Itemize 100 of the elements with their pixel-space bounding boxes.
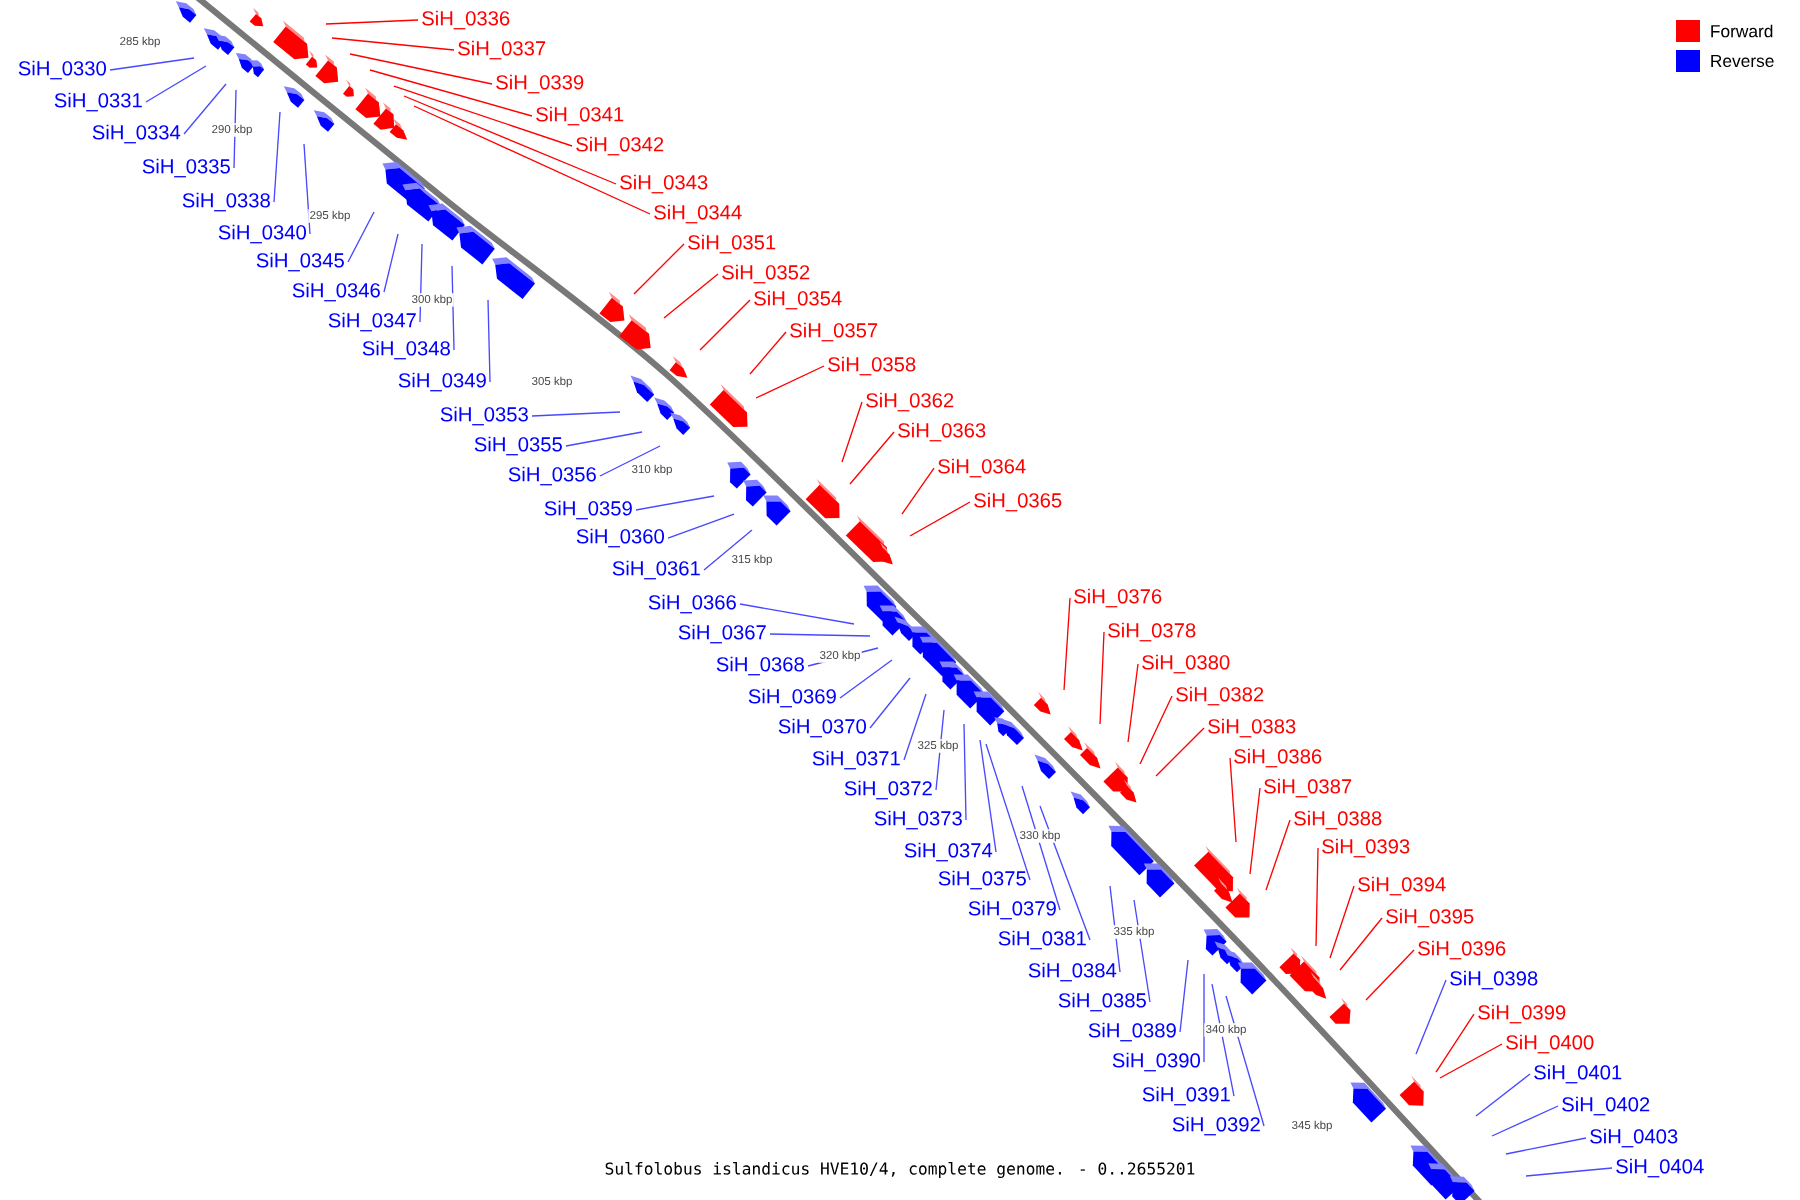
leader-line [1155,727,1205,777]
gene-label: SiH_0403 [1590,1128,1678,1148]
leader-line [413,105,651,215]
leader-line [1063,597,1071,691]
leader-line [1315,847,1319,947]
gene-label: SiH_0379 [968,900,1056,920]
gene-label: SiH_0380 [1142,654,1230,674]
leader-line [1439,1043,1503,1079]
gene-label: SiH_0340 [218,224,306,244]
leader-line [909,501,971,537]
leader-line [1365,949,1415,1001]
leader-line [769,633,871,637]
gene-label: SiH_0402 [1562,1096,1650,1116]
gene-label: SiH_0399 [1478,1004,1566,1024]
leader-line [383,233,399,293]
leader-line [1339,917,1383,971]
gene-label: SiH_0360 [576,528,664,548]
leader-line [699,299,751,351]
leader-line [451,265,455,351]
gene-label: SiH_0381 [998,930,1086,950]
gene-label: SiH_0390 [1112,1052,1200,1072]
gene-label: SiH_0339 [496,74,584,94]
leader-line [145,65,207,103]
gene-label: SiH_0370 [778,718,866,738]
gene-label: SiH_0341 [536,106,624,126]
gene-label: SiH_0374 [904,842,993,862]
leader-line [755,365,825,399]
gene-label: SiH_0353 [440,406,528,426]
gene-label: SiH_0373 [874,810,962,830]
gene-label: SiH_0398 [1450,970,1538,990]
gene-label: SiH_0365 [974,492,1062,512]
leader-line [869,677,911,729]
leader-line [1133,899,1151,1003]
leader-line [183,83,227,135]
leader-line [849,431,895,485]
gene-label: SiH_0388 [1294,810,1382,830]
leader-line [565,431,643,447]
gene-label: SiH_0376 [1074,588,1162,608]
leader-line [1249,787,1261,875]
gene-label: SiH_0342 [576,136,664,156]
gene-label: SiH_0393 [1322,838,1410,858]
leader-line [1225,995,1265,1127]
gene-label: SiH_0349 [398,372,486,392]
caption: Sulfolobus islandicus HVE10/4, complete genome. - 0..2655201 [605,1162,1195,1178]
leader-line [1475,1073,1531,1117]
leader-line [1127,663,1139,743]
gene-label: SiH_0361 [612,560,700,580]
gene-label: SiH_0386 [1234,748,1322,768]
leader-line [233,89,237,169]
leader-line [739,603,855,625]
leader-line [1179,959,1189,1033]
leader-line [325,19,419,25]
gene-label: SiH_0343 [620,174,708,194]
leader-line [903,693,927,761]
gene-label: SiH_0384 [1028,962,1117,982]
leader-line [935,709,945,791]
gene-label: SiH_0364 [938,458,1026,478]
leader-line [979,739,997,853]
leader-line [841,401,863,463]
gene-label: SiH_0358 [828,356,916,376]
gene-label: SiH_0338 [182,192,270,212]
gene-label: SiH_0375 [938,870,1026,890]
gene-label: SiH_0400 [1506,1034,1594,1054]
gene-label: SiH_0357 [790,322,878,342]
gene-label: SiH_0348 [362,340,450,360]
gene-label: SiH_0383 [1208,718,1296,738]
gene-label: SiH_0354 [754,290,842,310]
leader-line [347,211,375,263]
leader-line [1109,885,1121,973]
gene-label: SiH_0336 [422,10,510,30]
leader-line [1435,1013,1475,1073]
leader-line [349,53,493,85]
leader-line [303,143,311,235]
leader-line [369,69,533,117]
gene-label: SiH_0337 [458,40,546,60]
gene-label: SiH_0335 [142,158,230,178]
leader-line [487,299,491,383]
leader-line [633,243,685,295]
leader-line [985,743,1031,881]
gene-label: SiH_0371 [812,750,900,770]
gene-label: SiH_0352 [722,264,810,284]
gene-label: SiH_0334 [92,124,181,144]
gene-label: SiH_0366 [648,594,736,614]
leader-line [839,659,893,699]
leader-line [1203,973,1205,1063]
leader-line [1021,785,1061,911]
gene-label: SiH_0355 [474,436,562,456]
legend-label: Forward [1711,24,1773,38]
leader-line [1099,631,1105,725]
leader-line [1415,979,1447,1055]
gene-label: SiH_0395 [1386,908,1474,928]
leader-line [663,273,719,319]
leader-line [419,243,423,323]
gene-label: SiH_0367 [678,624,766,644]
leader-line [531,411,621,417]
gene-label: SiH_0369 [748,688,836,708]
gene-label: SiH_0331 [54,92,142,112]
gene-label: SiH_0401 [1534,1064,1622,1084]
gene-label: SiH_0368 [716,656,804,676]
gene-label: SiH_0385 [1058,992,1146,1012]
